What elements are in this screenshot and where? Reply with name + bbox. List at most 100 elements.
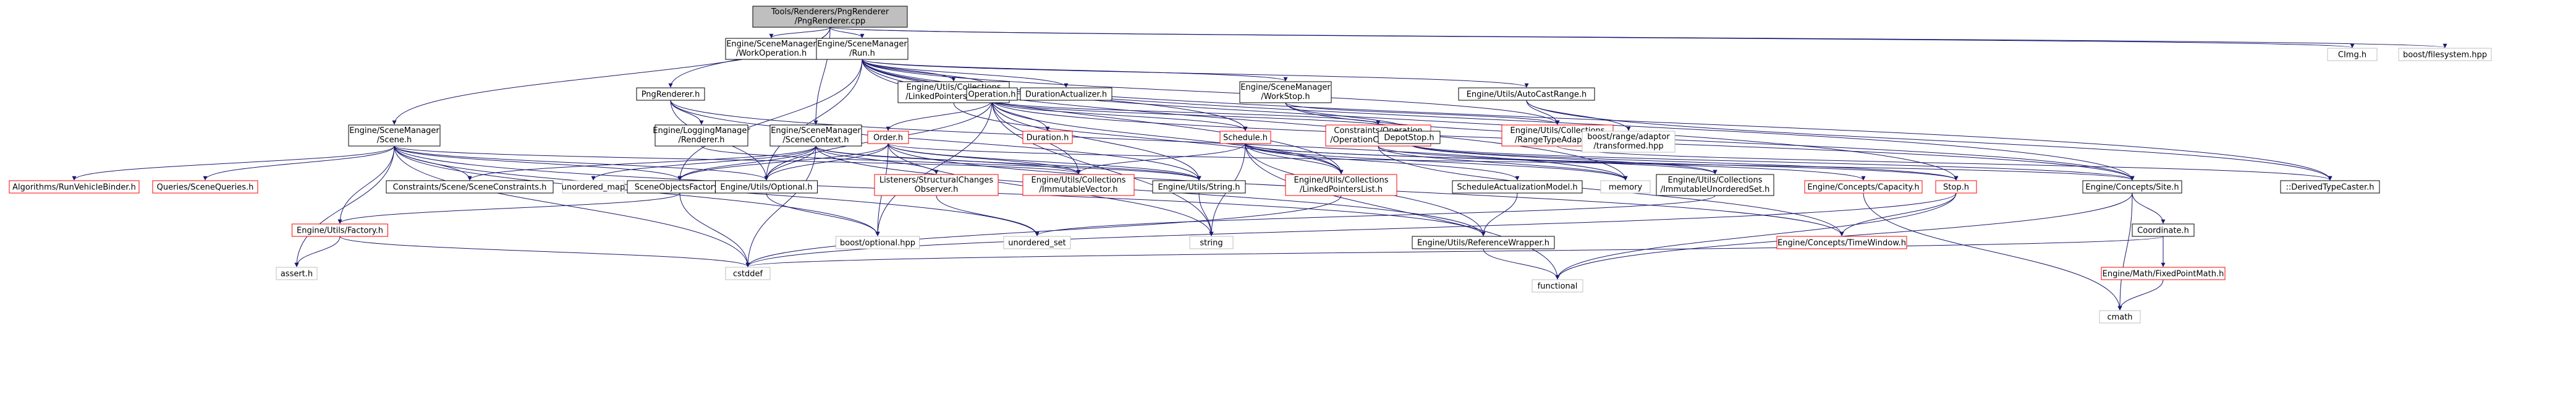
node-label: Engine/Utils/Collections: [1032, 176, 1126, 185]
node-factory[interactable]: Engine/Utils/Factory.h: [292, 223, 388, 237]
node-uset[interactable]: unordered_set: [1003, 236, 1071, 249]
edge-scenectx-to-ustring: [815, 145, 1201, 181]
edge-logren-to-ustring: [701, 145, 1201, 181]
node-lplist[interactable]: Engine/Utils/Collections/LinkedPointersL…: [1285, 174, 1397, 196]
edge-ustring-to-string: [1198, 192, 1214, 236]
node-coord[interactable]: Coordinate.h: [2132, 223, 2195, 237]
node-box: [1776, 236, 1907, 249]
node-memory[interactable]: memory: [1600, 180, 1651, 194]
node-sceneconstr[interactable]: Constraints/Scene/SceneConstraints.h: [386, 180, 554, 194]
edge-capacity-to-cmath: [1863, 192, 2122, 311]
node-box: [2280, 180, 2380, 194]
edge-opeh-to-schedule: [991, 100, 1248, 131]
edge-immuset-to-uset: [1035, 195, 1716, 236]
node-bfs[interactable]: boost/filesystem.hpp: [2398, 48, 2492, 61]
node-queries[interactable]: Queries/SceneQueries.h: [152, 180, 258, 194]
node-box: [386, 180, 554, 194]
node-label: Queries/SceneQueries.h: [157, 183, 254, 192]
node-immvec[interactable]: Engine/Utils/Collections/ImmutableVector…: [1022, 174, 1135, 196]
node-timewin[interactable]: Engine/Concepts/TimeWindow.h: [1776, 236, 1907, 249]
node-order[interactable]: Order.h: [867, 131, 909, 144]
edge-site-to-coord: [2132, 192, 2166, 224]
node-label: ::DerivedTypeCaster.h: [2286, 183, 2375, 192]
node-label: Engine/SceneManager: [817, 40, 907, 49]
edge-pngr-to-ustring: [670, 100, 1201, 181]
node-refwrap[interactable]: Engine/Utils/ReferenceWrapper.h: [1412, 236, 1555, 249]
edge-opeh-to-ustring: [991, 100, 1201, 181]
node-schedule[interactable]: Schedule.h: [1219, 131, 1271, 144]
node-site[interactable]: Engine/Concepts/Site.h: [2082, 180, 2182, 194]
node-fixedpt[interactable]: Engine/Math/FixedPointMath.h: [2101, 267, 2226, 280]
node-assert[interactable]: assert.h: [276, 267, 318, 280]
node-box: [1189, 236, 1234, 249]
node-box: [2101, 267, 2226, 280]
node-depot[interactable]: DepotStop.h: [1378, 131, 1441, 144]
node-scene[interactable]: Engine/SceneManager/Scene.h: [348, 124, 441, 147]
node-schedact[interactable]: ScheduleActualizationModel.h: [1452, 180, 1583, 194]
node-label: Algorithms/RunVehicleBinder.h: [12, 183, 136, 192]
edge-scene-to-algo: [72, 145, 395, 181]
node-runh[interactable]: Engine/SceneManager/Run.h: [816, 38, 909, 60]
node-opeh[interactable]: Operation.h: [966, 87, 1018, 101]
node-label: Engine/Utils/String.h: [1158, 183, 1240, 192]
edge-depot-to-site: [1409, 143, 2135, 181]
node-label: Engine/Concepts/Capacity.h: [1807, 183, 1919, 192]
node-umap[interactable]: unordered_map: [562, 180, 625, 194]
node-box: [2327, 48, 2378, 61]
node-cimg[interactable]: CImg.h: [2327, 48, 2378, 61]
node-boptional[interactable]: boost/optional.hpp: [836, 236, 920, 249]
node-string[interactable]: string: [1189, 236, 1234, 249]
edge-scene-to-optional: [394, 145, 769, 181]
node-algo[interactable]: Algorithms/RunVehicleBinder.h: [9, 180, 140, 194]
edge-depot-to-stoph: [1409, 143, 1959, 181]
edge-lplist-to-cstddef: [745, 195, 1342, 267]
node-capacity[interactable]: Engine/Concepts/Capacity.h: [1804, 180, 1923, 194]
node-label: Engine/SceneManager: [726, 40, 816, 49]
node-logren[interactable]: Engine/LoggingManager/Renderer.h: [653, 124, 750, 147]
node-box: [1152, 180, 1246, 194]
node-cstddef[interactable]: cstddef: [725, 267, 771, 280]
node-label: CImg.h: [2338, 51, 2366, 60]
edge-stoph-to-timewin: [1839, 192, 1957, 236]
node-duract[interactable]: DurationActualizer.h: [1020, 87, 1112, 101]
node-label: Engine/Utils/Collections: [1510, 126, 1605, 136]
node-box: [2099, 310, 2141, 324]
node-boostrange[interactable]: boost/range/adaptor/transformed.hpp: [1582, 131, 1676, 153]
node-ustring[interactable]: Engine/Utils/String.h: [1152, 180, 1246, 194]
node-box: [1452, 180, 1583, 194]
edge-opeh-to-string: [991, 100, 1214, 236]
edge-site-to-cmath: [2117, 192, 2133, 311]
node-label: Schedule.h: [1223, 134, 1268, 143]
node-layer: Tools/Renderers/PngRenderer/PngRenderer.…: [9, 6, 2492, 324]
node-label: Engine/SceneManager: [771, 126, 861, 136]
edge-scenectx-to-refwrap: [815, 145, 1486, 236]
edge-fixedpt-to-cmath: [2117, 279, 2164, 311]
node-workop[interactable]: Engine/SceneManager/WorkOperation.h: [725, 38, 818, 60]
node-box: [966, 87, 1018, 101]
node-immuset[interactable]: Engine/Utils/Collections/ImmutableUnorde…: [1656, 174, 1774, 196]
edge-autocast-to-derived: [1526, 100, 2332, 181]
node-pngr[interactable]: PngRenderer.h: [636, 87, 705, 101]
node-duration[interactable]: Duration.h: [1022, 131, 1073, 144]
edge-opeh-to-order: [886, 100, 993, 131]
node-stoph[interactable]: Stop.h: [1935, 180, 1977, 194]
node-root[interactable]: Tools/Renderers/PngRenderer/PngRenderer.…: [752, 6, 908, 28]
node-box: [1219, 131, 1271, 144]
node-workstop[interactable]: Engine/SceneManager/WorkStop.h: [1239, 81, 1332, 103]
edge-refwrap-to-functional: [1483, 248, 1560, 280]
node-cmath[interactable]: cmath: [2099, 310, 2141, 324]
edge-layer: [72, 27, 2447, 311]
node-scenectx[interactable]: Engine/SceneManager/SceneContext.h: [769, 124, 862, 147]
node-box: [276, 267, 318, 280]
node-derived[interactable]: ::DerivedTypeCaster.h: [2280, 180, 2380, 194]
node-functional[interactable]: functional: [1532, 279, 1583, 293]
edge-schedule-to-lplist: [1245, 143, 1344, 174]
edge-scenectx-to-optional: [764, 145, 816, 181]
node-optional[interactable]: Engine/Utils/Optional.h: [715, 180, 818, 194]
node-autocast[interactable]: Engine/Utils/AutoCastRange.h: [1458, 87, 1595, 101]
node-label: DepotStop.h: [1384, 134, 1434, 143]
node-box: [1285, 174, 1397, 196]
node-box: [9, 180, 140, 194]
node-label: Order.h: [873, 134, 903, 143]
